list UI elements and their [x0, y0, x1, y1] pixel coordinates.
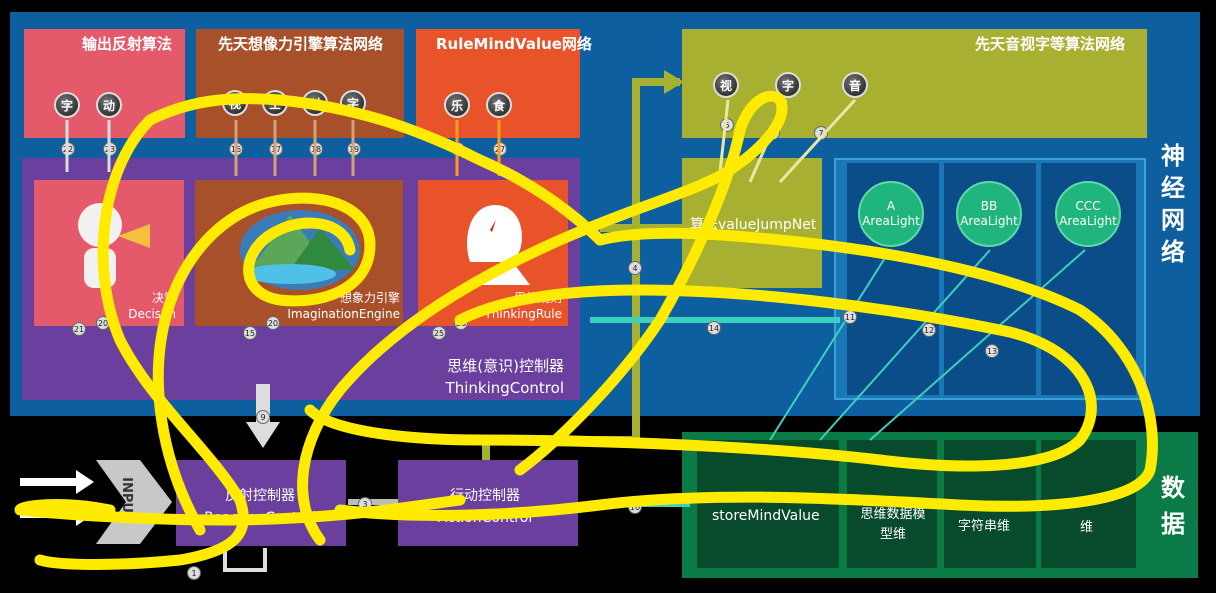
rulemind-net-title: RuleMindValue网络	[436, 35, 592, 53]
thinking-figures	[78, 203, 530, 290]
rulemind-char-2[interactable]: 食	[486, 92, 512, 118]
imagination-net-title: 先天想像力引擎算法网络	[218, 35, 384, 53]
badge-21: 21	[72, 322, 86, 336]
algo-net-label: 算法valueJumpNet	[690, 217, 817, 233]
data-cell-store	[697, 440, 839, 568]
thinking-control-label: 思维(意识)控制器 ThinkingControl	[445, 357, 564, 397]
innate-net-title: 先天音视字等算法网络	[975, 35, 1126, 53]
flow-14: 14	[707, 321, 721, 335]
vertical-arrows	[65, 98, 857, 184]
rulemind-net-panel	[416, 29, 580, 138]
yellow-scribble	[14, 90, 1158, 570]
data-string-label: 字符串维	[958, 519, 1011, 534]
imagination-engine-label: 想象力引擎 ImaginationEngine	[287, 291, 400, 321]
innate-char-3[interactable]: 音	[842, 72, 868, 98]
rulemind-char-1[interactable]: 乐	[444, 92, 470, 118]
data-side-label: 数据	[1161, 474, 1185, 538]
innate-char-2[interactable]: 字	[775, 72, 801, 98]
flow-12: 12	[922, 323, 936, 337]
badge-7: 7	[814, 126, 828, 140]
data-store-label: storeMindValue	[712, 508, 820, 524]
flow-1: 1	[187, 566, 201, 580]
neural-net-side-label: 神经网络	[1161, 142, 1185, 266]
innate-char-1[interactable]: 视	[713, 72, 739, 98]
badge-20b: 20	[266, 316, 280, 330]
output-reflex-title: 输出反射算法	[82, 35, 173, 53]
badge-15: 15	[243, 326, 257, 340]
flow-4: 4	[628, 261, 642, 275]
data-dim-label: 维	[1080, 520, 1094, 535]
innate-net-panel	[682, 29, 1147, 138]
badge-20a: 20	[96, 316, 110, 330]
output-char-2[interactable]: 动	[96, 92, 122, 118]
badge-25: 25	[432, 326, 446, 340]
data-model-label: 思维数据模型维	[860, 507, 926, 542]
flow-13: 13	[985, 344, 999, 358]
output-char-1[interactable]: 字	[54, 92, 80, 118]
flow-9: 9	[256, 410, 270, 424]
